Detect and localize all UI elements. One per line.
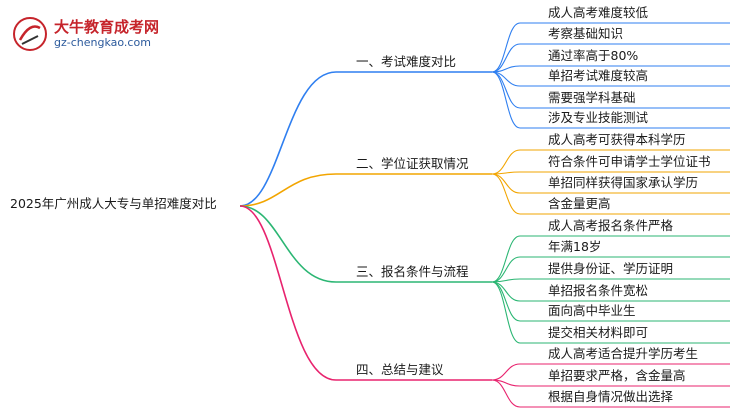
leaf-topic-4-2[interactable]: 单招要求严格，含金量高 xyxy=(548,368,686,383)
leaf-topic-3-5[interactable]: 面向高中毕业生 xyxy=(548,303,636,318)
leaf-topic-3-4[interactable]: 单招报名条件宽松 xyxy=(548,283,649,298)
leaf-topic-1-4[interactable]: 单招考试难度较高 xyxy=(548,68,649,83)
leaf-connector-1-1 xyxy=(491,22,521,73)
leaf-connector-3-6 xyxy=(491,281,521,344)
leaf-topic-3-6[interactable]: 提交相关材料即可 xyxy=(548,325,649,340)
leaf-connector-3-5 xyxy=(491,281,521,322)
branch-connector-2 xyxy=(239,173,337,207)
leaf-connector-1-5 xyxy=(491,71,521,109)
leaf-topic-4-3[interactable]: 根据自身情况做出选择 xyxy=(548,389,674,404)
leaf-topic-1-1[interactable]: 成人高考难度较低 xyxy=(548,5,649,20)
branch-connector-4 xyxy=(239,205,337,381)
leaf-connector-3-2 xyxy=(491,256,521,283)
leaf-connector-4-3 xyxy=(491,379,521,408)
branch-topic-4[interactable]: 四、总结与建议 xyxy=(356,362,444,377)
leaf-topic-1-6[interactable]: 涉及专业技能测试 xyxy=(548,110,649,125)
branch-topic-3[interactable]: 三、报名条件与流程 xyxy=(356,264,469,279)
branch-topic-2[interactable]: 二、学位证获取情况 xyxy=(356,156,469,171)
leaf-topic-1-3[interactable]: 通过率高于80% xyxy=(548,48,639,63)
leaf-topic-2-2[interactable]: 符合条件可申请学士学位证书 xyxy=(548,154,711,169)
leaf-topic-1-2[interactable]: 考察基础知识 xyxy=(548,26,624,41)
site-logo[interactable]: 大牛教育成考网 gz-chengkao.com xyxy=(12,14,212,58)
leaf-connector-3-1 xyxy=(491,235,521,283)
leaf-connector-1-2 xyxy=(491,43,521,73)
leaf-topic-3-3[interactable]: 提供身份证、学历证明 xyxy=(548,261,674,276)
leaf-topic-4-1[interactable]: 成人高考适合提升学历考生 xyxy=(548,346,699,361)
leaf-topic-2-1[interactable]: 成人高考可获得本科学历 xyxy=(548,132,686,147)
logo-url: gz-chengkao.com xyxy=(54,36,151,49)
leaf-connector-1-6 xyxy=(491,71,521,129)
leaf-connector-4-1 xyxy=(491,363,521,381)
logo-badge-icon xyxy=(13,17,47,51)
leaf-topic-3-1[interactable]: 成人高考报名条件严格 xyxy=(548,218,674,233)
leaf-connector-2-1 xyxy=(491,149,521,175)
leaf-connector-2-4 xyxy=(491,173,521,215)
leaf-connector-2-3 xyxy=(491,173,521,194)
branch-connector-3 xyxy=(239,205,337,283)
leaf-topic-3-2[interactable]: 年满18岁 xyxy=(548,239,602,254)
logo-title: 大牛教育成考网 xyxy=(54,18,160,36)
leaf-topic-2-3[interactable]: 单招同样获得国家承认学历 xyxy=(548,175,699,190)
branch-topic-1[interactable]: 一、考试难度对比 xyxy=(356,54,457,69)
leaf-topic-2-4[interactable]: 含金量更高 xyxy=(548,196,611,211)
root-topic[interactable]: 2025年广州成人大专与单招难度对比 xyxy=(10,196,217,211)
branch-connector-1 xyxy=(239,71,337,207)
leaf-topic-1-5[interactable]: 需要强学科基础 xyxy=(548,90,636,105)
